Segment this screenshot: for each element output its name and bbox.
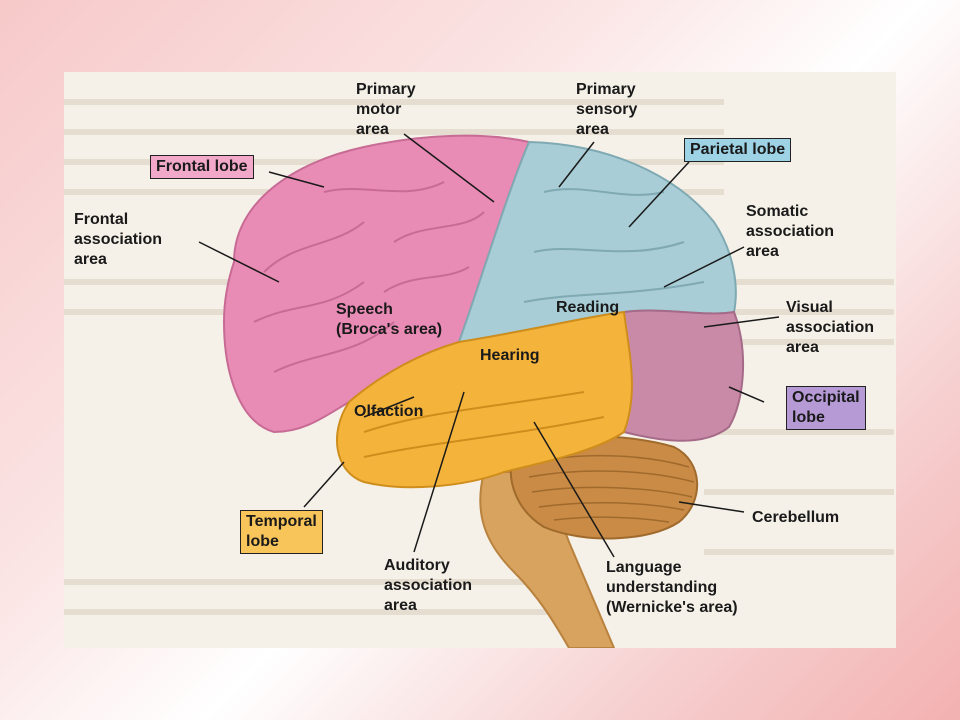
label-line: (Wernicke's area) — [606, 599, 738, 616]
label-line: Primary — [576, 81, 636, 98]
label-line: motor — [356, 101, 402, 118]
label-line: area — [356, 121, 389, 138]
label-line: sensory — [576, 101, 638, 118]
parietal-gyri — [523, 188, 705, 303]
label-line: lobe — [792, 409, 825, 426]
label-line: area — [74, 251, 107, 268]
label-line: association — [786, 319, 875, 336]
label-line: lobe — [246, 533, 279, 550]
primary-motor-area-label: Primary motor area — [356, 80, 416, 140]
language-understanding-label: Language understanding (Wernicke's area) — [606, 558, 738, 618]
brain-illustration — [64, 99, 894, 648]
label-line: area — [746, 243, 779, 260]
label-line: association — [384, 577, 473, 594]
frontal-lobe-label: Frontal lobe — [150, 155, 254, 179]
primary-sensory-area-label: Primary sensory area — [576, 80, 637, 140]
temporal-lobe-region — [336, 310, 633, 489]
occipital-lobe-region — [622, 309, 745, 442]
parietal-lobe-label: Parietal lobe — [684, 138, 792, 162]
cerebellum-label: Cerebellum — [752, 509, 840, 526]
temporal-gyri — [363, 391, 605, 458]
label-line: Speech — [336, 301, 393, 318]
hearing-label: Hearing — [480, 347, 540, 364]
reading-label: Reading — [556, 299, 620, 316]
auditory-association-area-label: Auditory association area — [384, 556, 472, 616]
somatic-association-area-label: Somatic association area — [746, 202, 834, 262]
label-line: association — [746, 223, 835, 240]
label-line: Language — [606, 559, 682, 576]
label-line: Primary — [356, 81, 416, 98]
leader-lines — [198, 133, 780, 558]
label-line: Somatic — [746, 203, 809, 220]
speech-brocas-area-label: Speech (Broca's area) — [336, 300, 442, 340]
olfaction-label: Olfaction — [354, 403, 424, 420]
label-line: area — [384, 597, 417, 614]
frontal-gyri — [253, 181, 485, 373]
occipital-lobe-label: Occipital lobe — [786, 386, 866, 430]
diagram-panel: Primary motor area Primary sensory area … — [64, 72, 896, 648]
label-line: Auditory — [384, 557, 450, 574]
label-line: area — [786, 339, 819, 356]
label-line: (Broca's area) — [336, 321, 443, 338]
label-line: Visual — [786, 299, 833, 316]
temporal-lobe-label: Temporal lobe — [240, 510, 323, 554]
label-line: association — [74, 231, 163, 248]
frontal-association-area-label: Frontal association area — [74, 210, 162, 270]
label-line: Occipital — [792, 389, 860, 406]
label-line: Temporal — [246, 513, 317, 530]
label-line: understanding — [606, 579, 718, 596]
label-line: Frontal — [74, 211, 129, 228]
visual-association-area-label: Visual association area — [786, 298, 874, 358]
label-line: area — [576, 121, 609, 138]
